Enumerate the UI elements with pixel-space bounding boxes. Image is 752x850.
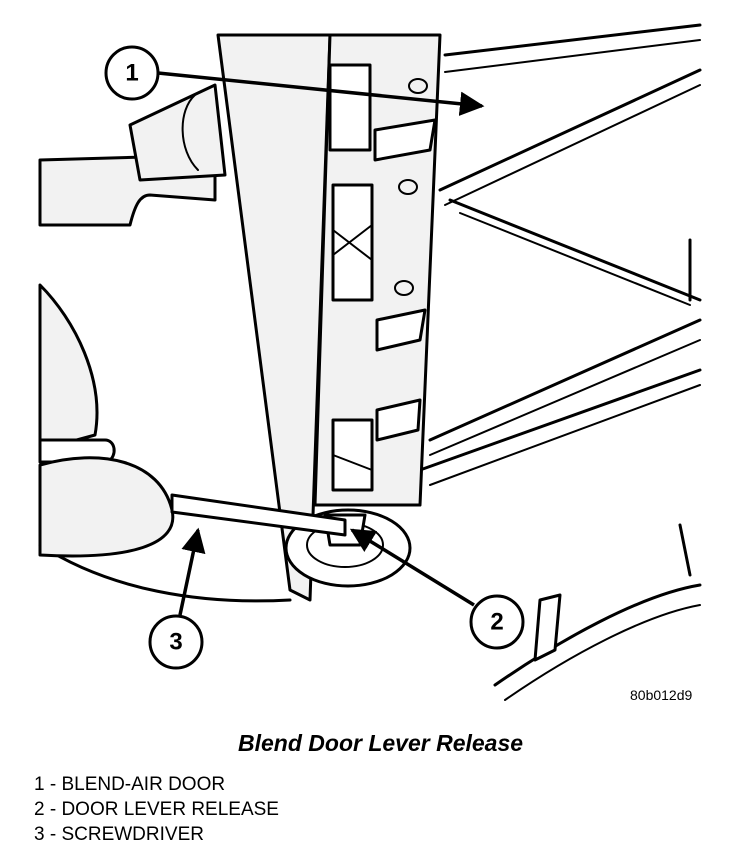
screwdriver xyxy=(38,456,347,558)
figure-caption: Blend Door Lever Release xyxy=(238,730,524,756)
legend-item-screwdriver: 3 - SCREWDRIVER xyxy=(34,824,204,845)
callout-3: 3 xyxy=(148,614,204,670)
callout-3-number: 3 xyxy=(169,629,182,656)
figure-reference-code: 80b012d9 xyxy=(630,687,693,703)
callout-2-arrow xyxy=(349,528,475,607)
callout-2: 2 xyxy=(469,594,525,650)
callout-2-number: 2 xyxy=(490,609,503,636)
housing-curve xyxy=(38,543,292,603)
callout-3-arrow xyxy=(178,527,206,616)
callout-1: 1 xyxy=(104,45,160,101)
legend: 1 - BLEND-AIR DOOR 2 - DOOR LEVER RELEAS… xyxy=(34,772,279,847)
callout-1-arrow xyxy=(157,71,485,116)
lower-housing xyxy=(493,523,702,701)
legend-item-door-lever-release: 2 - DOOR LEVER RELEASE xyxy=(34,799,279,820)
heater-housing-frame xyxy=(418,23,702,486)
housing-edge xyxy=(38,83,227,227)
callout-1-number: 1 xyxy=(125,60,138,87)
door-slots xyxy=(328,63,437,492)
blend-door-illustration: 1 2 3 80b012d9 xyxy=(38,23,702,703)
legend-item-blend-air-door: 1 - BLEND-AIR DOOR xyxy=(34,774,226,795)
